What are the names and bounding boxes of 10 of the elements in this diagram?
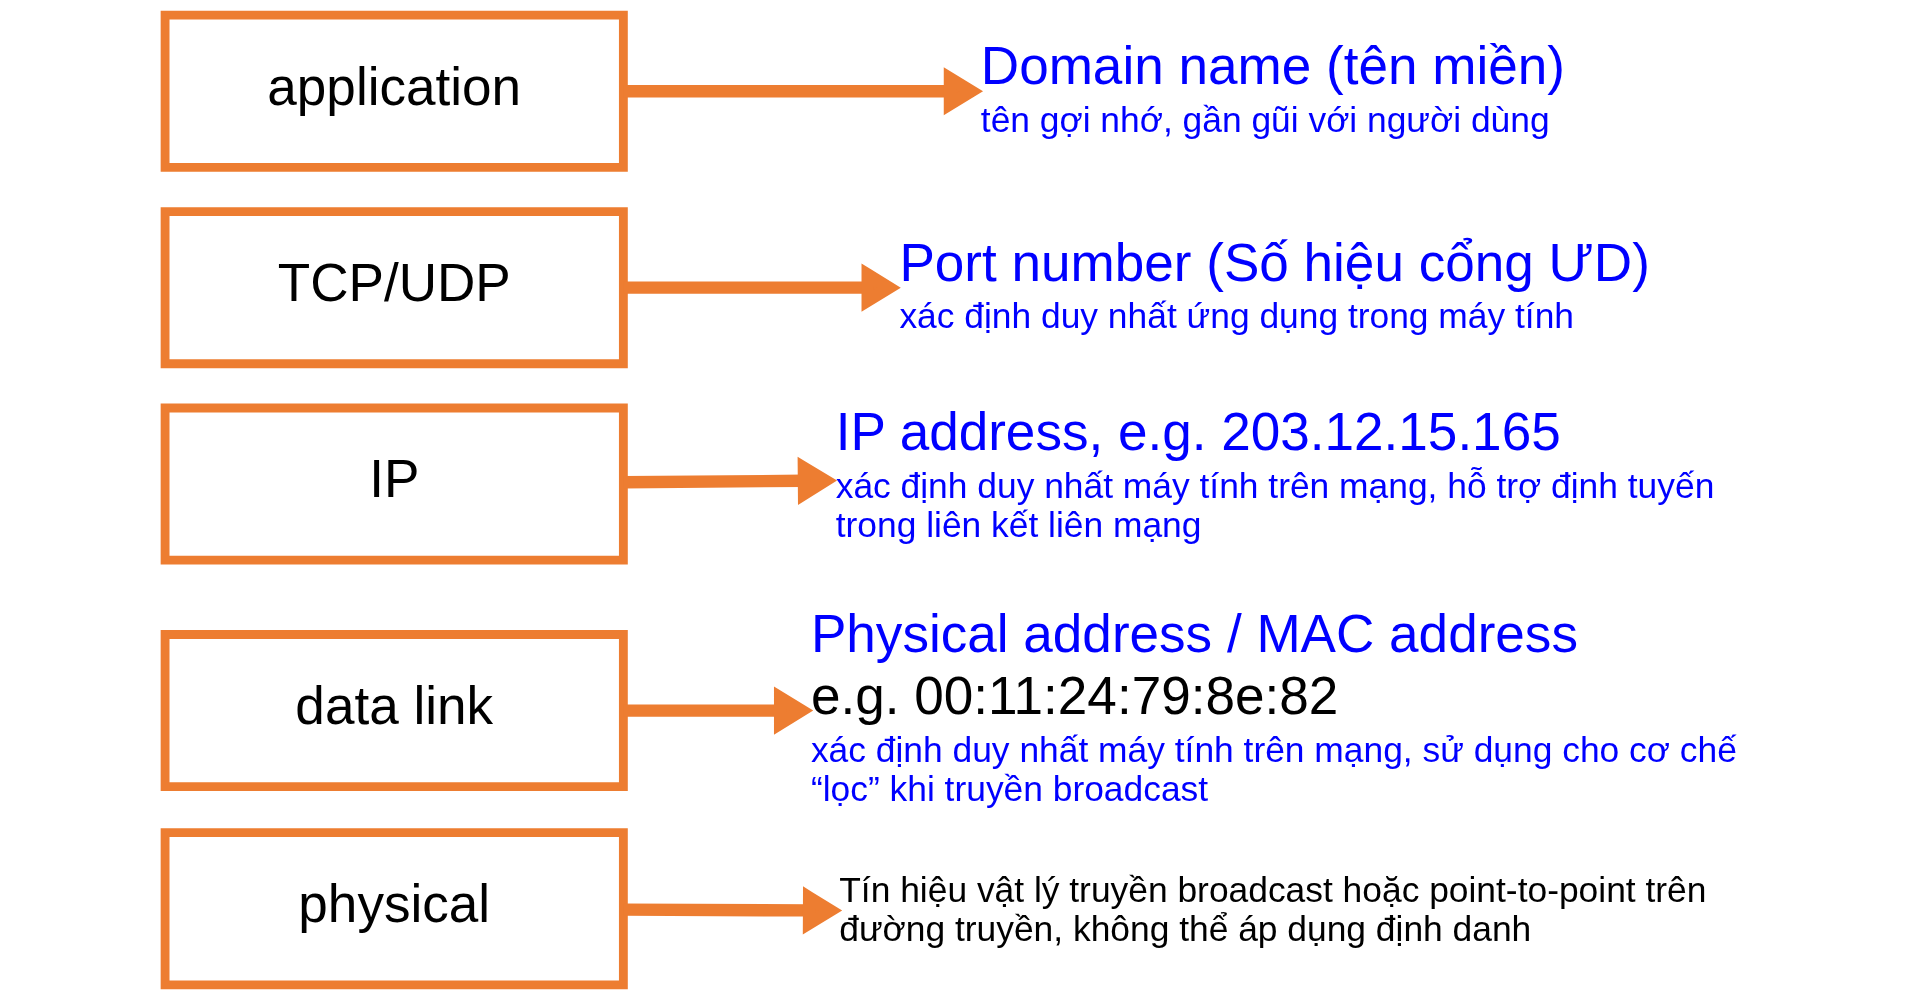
node-text: IP address, e.g. 203.12.15.165 xác định duy nhất máy tính trên mạng, hỗ trợ định tuyến trong liên kết liên mạng — [835, 402, 1715, 545]
node-text: Tín hiệu vật lý truyền broadcast hoặc point-to-point trên đường truyền, không thể áp dụng định danh — [839, 869, 1707, 948]
node-box: IP — [160, 403, 628, 565]
node-text: Domain name (tên miền) tên gợi nhớ, gần gũi với người dùng — [980, 36, 1565, 139]
node-box: data link — [160, 630, 628, 792]
node-box: physical — [160, 828, 628, 990]
node-text: Port number (Số hiệu cổng ƯD) xác định duy nhất ứng dụng trong máy tính — [899, 232, 1650, 336]
node-box: application — [160, 10, 628, 172]
node-text: Physical address / MAC address e.g. 00:11:24:79:8e:82 xác định duy nhất máy tính trên mạng, sử dụng cho cơ chế “lọc” khi truyền broadcast — [810, 604, 1737, 808]
node-box: TCP/UDP — [160, 207, 628, 369]
